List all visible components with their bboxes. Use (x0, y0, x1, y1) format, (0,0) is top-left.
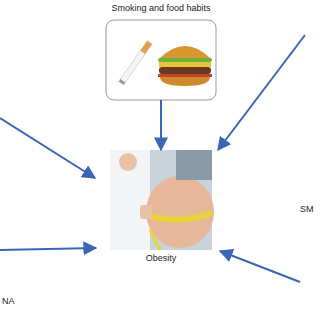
cut-label: NA (2, 296, 15, 307)
connector-arrow (160, 100, 162, 150)
arrow (0, 248, 96, 250)
node-text: Smoking and food habits (104, 3, 218, 14)
habits-frame (106, 20, 216, 100)
burger-icon (158, 46, 212, 86)
node-text: Obesity (108, 253, 214, 264)
obesity-picture: Obesity (108, 150, 214, 264)
arrow (218, 35, 305, 150)
obesity-photo (110, 150, 214, 250)
habits-box: Smoking and food habits (104, 3, 218, 100)
arrow (0, 118, 95, 178)
arrow (220, 251, 300, 282)
cigarette-icon (119, 41, 153, 85)
cut-label: SM (300, 204, 314, 215)
